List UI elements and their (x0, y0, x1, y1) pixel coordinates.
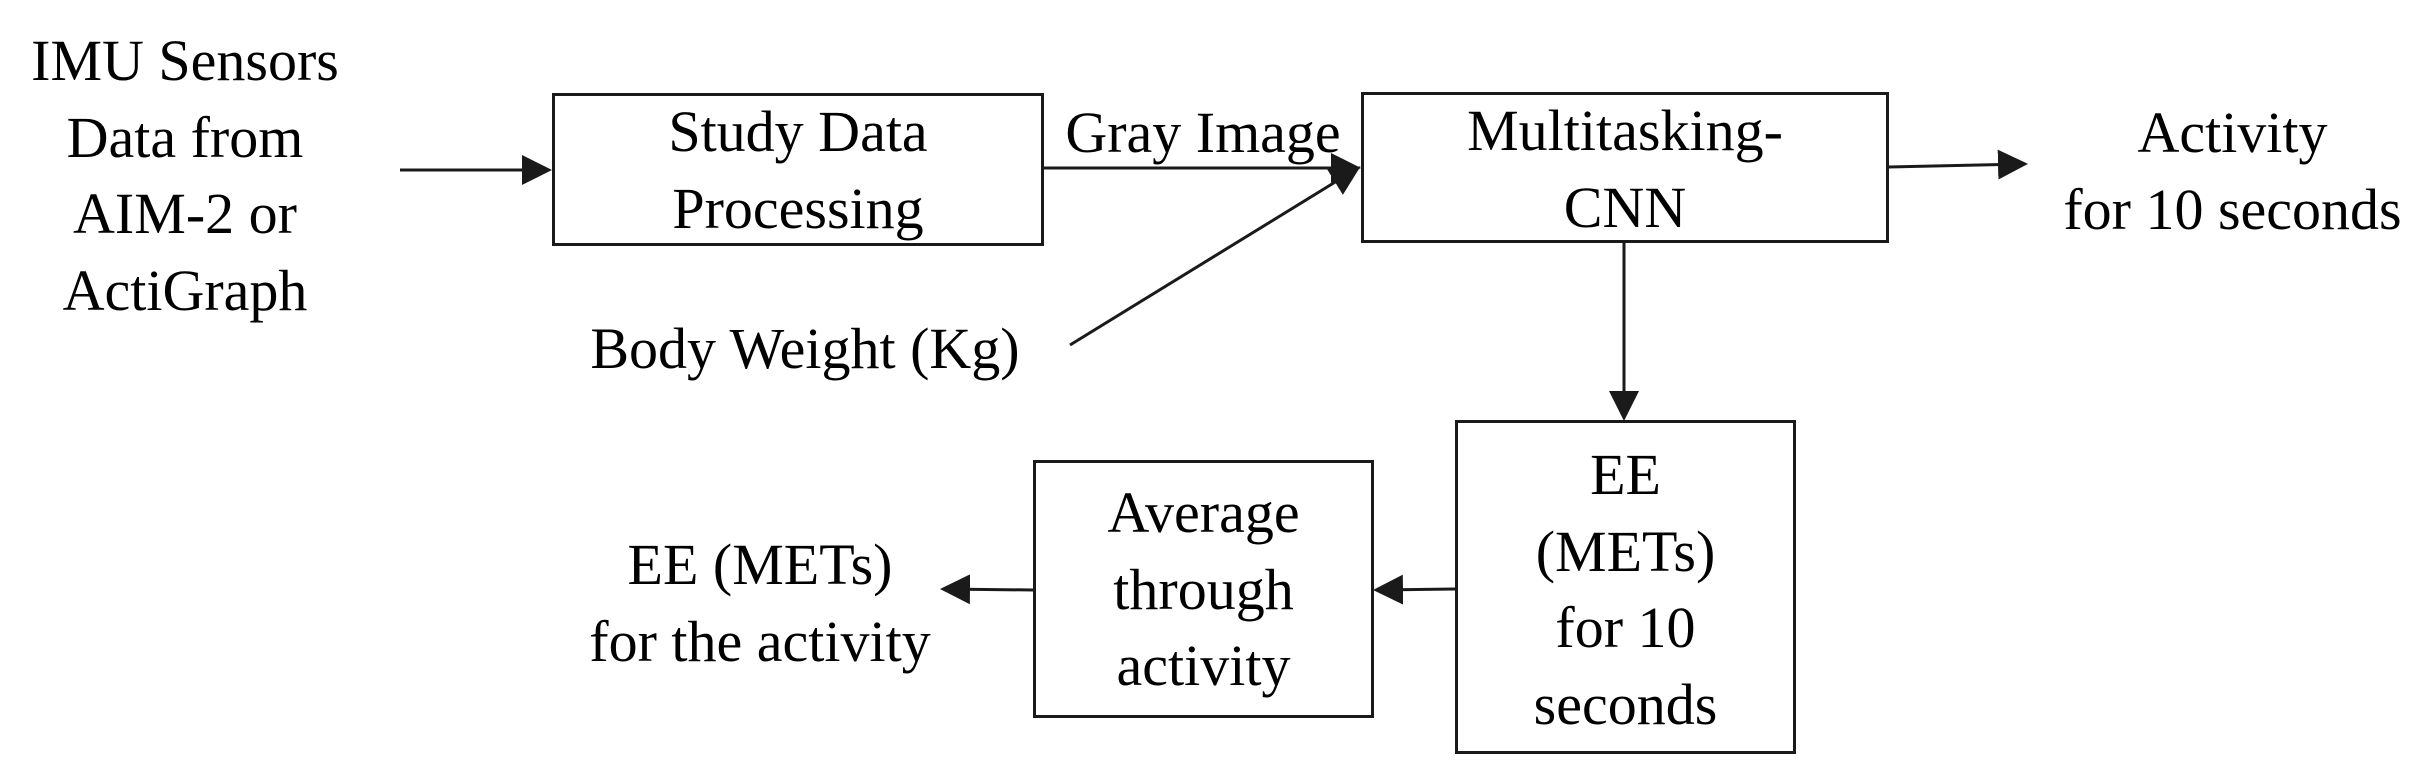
activity-line-2: for 10 seconds (2063, 176, 2402, 242)
arrow-weight-to-cnn (1069, 166, 1361, 347)
imu-sensors-line-3: AIM-2 or (73, 181, 297, 247)
gray-image-edge-label: Gray Image (1065, 100, 1341, 165)
study-processing-line-1: Study Data (668, 99, 928, 164)
imu-sensors-input-label: IMU Sensors Data from AIM-2 or ActiGraph (0, 23, 370, 329)
imu-sensors-line-2: Data from (66, 104, 304, 170)
ee-activity-line-2: for the activity (589, 608, 931, 674)
average-through-activity-label: Average through activity (1033, 475, 1374, 705)
activity-line-1: Activity (2137, 100, 2328, 165)
average-through-activity-box (1033, 460, 1374, 718)
ee-activity-output-label: EE (METs) for the activity (560, 527, 960, 680)
arrow-ee-to-average (1373, 574, 1456, 605)
cnn-line-2: CNN (1563, 174, 1687, 240)
study-data-processing-label: Study Data Processing (552, 94, 1044, 247)
ee10-line-4: seconds (1533, 671, 1718, 737)
multitasking-cnn-label: Multitasking- CNN (1361, 93, 1889, 246)
ee10-line-2: (METs) (1535, 518, 1716, 584)
ee-activity-line-1: EE (METs) (627, 532, 893, 597)
cnn-line-1: Multitasking- (1467, 98, 1783, 163)
average-line-3: activity (1116, 633, 1291, 699)
arrow-average-to-output (940, 574, 1034, 605)
activity-output-label: Activity for 10 seconds (2040, 95, 2425, 248)
imu-sensors-line-1: IMU Sensors (31, 28, 339, 93)
arrow-cnn-to-activity (1887, 149, 2028, 180)
average-line-2: through (1113, 556, 1294, 622)
ee-10-seconds-box (1455, 420, 1796, 754)
average-line-1: Average (1107, 480, 1300, 545)
study-processing-line-2: Processing (672, 175, 924, 241)
multitasking-cnn-box (1361, 92, 1889, 243)
ee10-line-3: for 10 (1555, 595, 1696, 661)
ee10-line-1: EE (1590, 442, 1661, 507)
body-weight-input-label: Body Weight (Kg) (590, 316, 1020, 381)
ee-10-seconds-label: EE (METs) for 10 seconds (1455, 437, 1796, 743)
study-data-processing-box (552, 93, 1044, 246)
imu-sensors-line-4: ActiGraph (62, 257, 308, 323)
